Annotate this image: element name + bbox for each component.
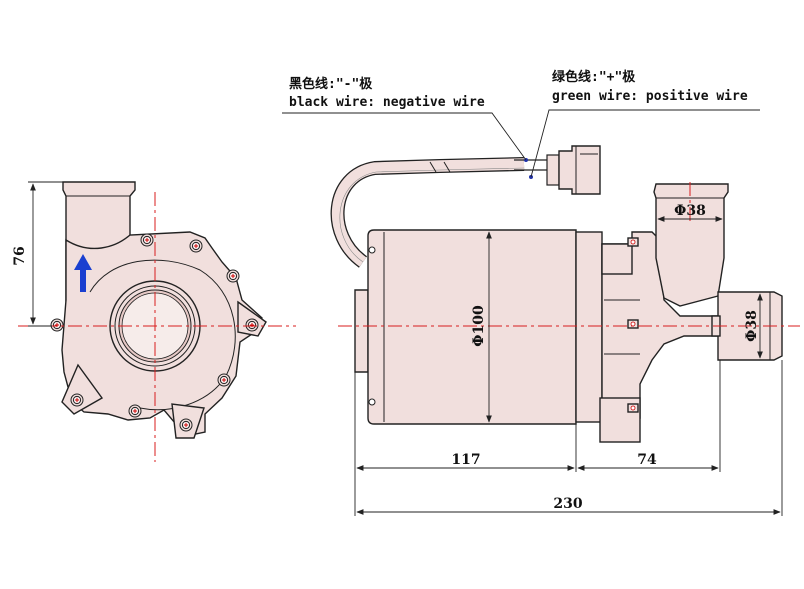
wire-connector <box>558 145 601 195</box>
motor-flange <box>575 231 603 423</box>
front-height-label: 76 <box>12 246 28 265</box>
inlet-diameter-label: Φ38 <box>744 310 760 342</box>
wire-callouts: 黑色线:"-"极 black wire: negative wire 绿色线:"… <box>282 69 760 178</box>
front-view: 76 <box>12 181 296 462</box>
screw-icon <box>217 373 231 387</box>
overall-length-label: 230 <box>553 496 582 512</box>
motor-length-label: 117 <box>451 452 480 468</box>
side-outlet-pipe <box>653 183 729 307</box>
black-wire-leader <box>282 112 527 161</box>
side-dimensions: Φ38 Φ38 Φ100 117 74 230 <box>354 203 783 516</box>
green-wire-label-en: green wire: positive wire <box>552 89 748 104</box>
screw-icon <box>245 318 259 332</box>
black-wire-label-en: black wire: negative wire <box>289 95 485 110</box>
screw-icon <box>140 233 154 247</box>
outlet-diameter-label: Φ38 <box>674 203 706 219</box>
screw-icon <box>179 418 193 432</box>
pump-head-length-label: 74 <box>637 452 657 468</box>
motor-diameter-label: Φ100 <box>471 305 487 347</box>
screw-icon <box>50 318 64 332</box>
up-arrow-icon <box>74 254 92 292</box>
motor-end-cap <box>354 289 369 373</box>
screw-icon <box>226 269 240 283</box>
side-view <box>330 145 800 443</box>
screw-icon <box>189 239 203 253</box>
black-wire-label-cn: 黑色线:"-"极 <box>289 76 373 92</box>
screw-icon <box>128 404 142 418</box>
green-wire-leader <box>530 109 760 178</box>
green-wire-label-cn: 绿色线:"+"极 <box>552 69 636 85</box>
screw-icon <box>70 393 84 407</box>
